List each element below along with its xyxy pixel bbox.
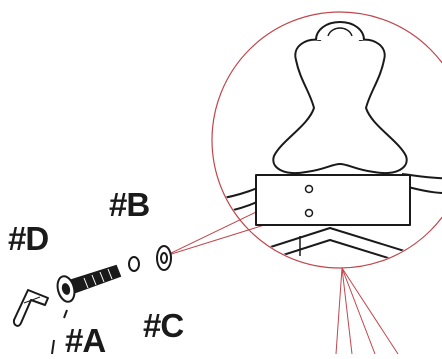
label-a: #A xyxy=(65,322,106,359)
hex-key xyxy=(12,289,49,327)
label-b: #B xyxy=(109,186,150,223)
label-d: #D xyxy=(8,220,49,257)
bolt xyxy=(56,264,122,303)
seat-detail xyxy=(213,21,442,267)
label-leaders xyxy=(51,309,68,354)
detail-circle xyxy=(211,11,442,269)
flat-washer xyxy=(156,245,172,271)
lock-washer xyxy=(128,256,140,272)
label-c: #C xyxy=(143,307,184,344)
